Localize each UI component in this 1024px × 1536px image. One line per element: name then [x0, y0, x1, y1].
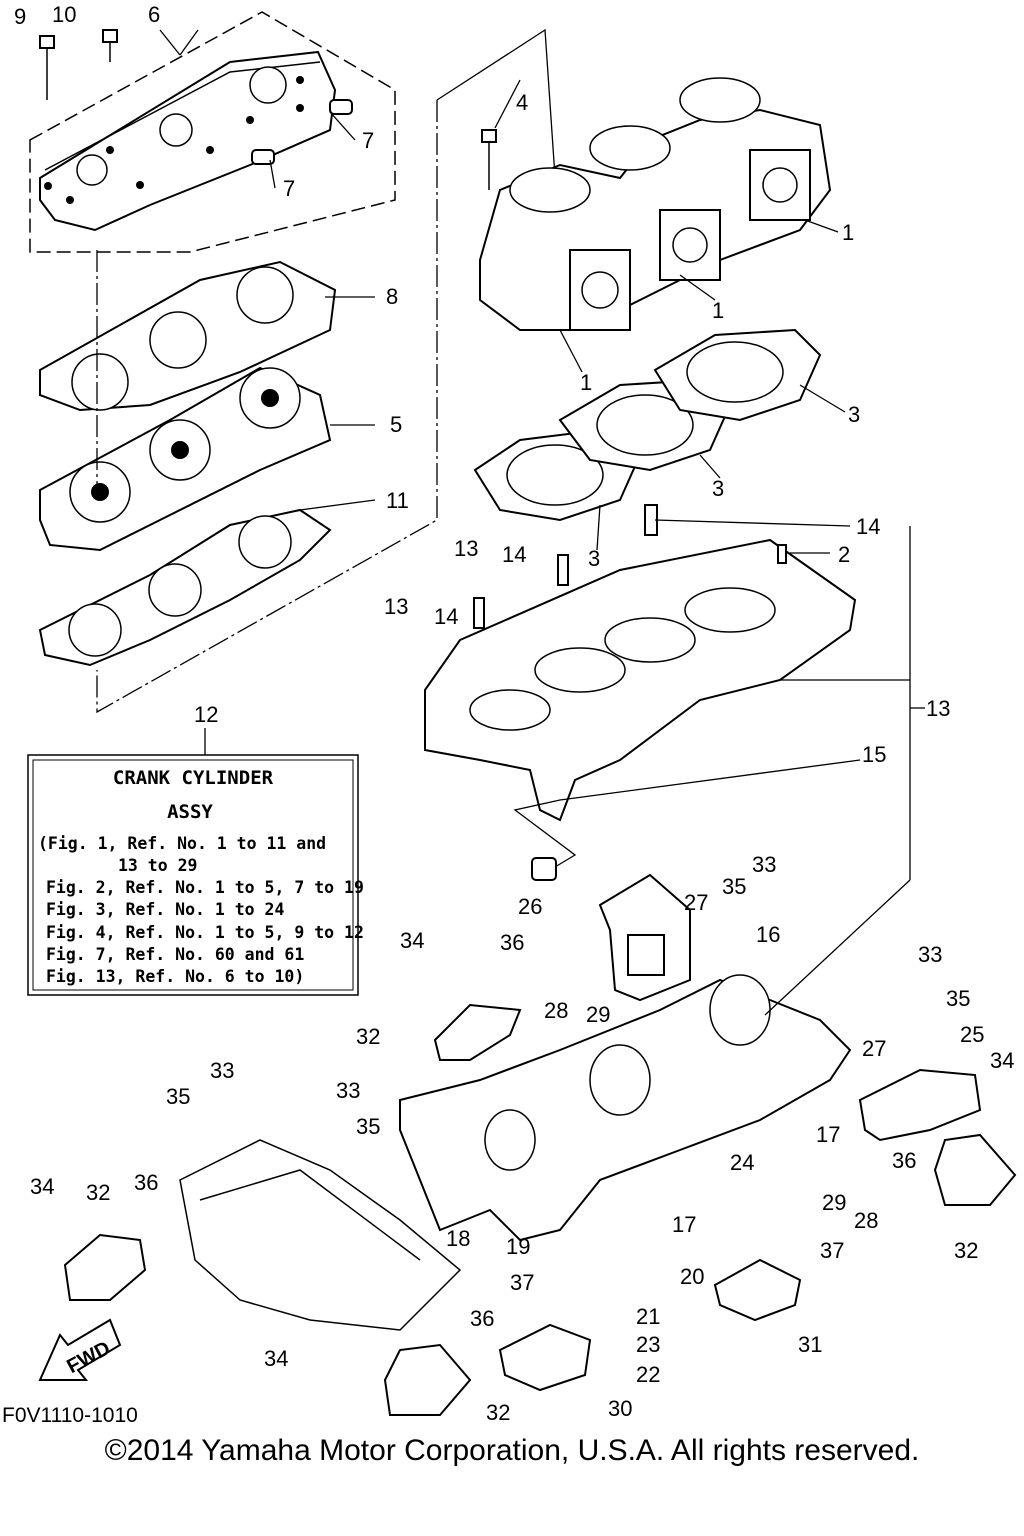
diagram-code: F0V1110-1010	[2, 1404, 138, 1427]
crankcase-upper	[424, 504, 857, 822]
callout-10: 10	[52, 2, 76, 27]
callout-3c: 3	[588, 546, 600, 571]
callout-32a: 32	[356, 1024, 380, 1049]
callout-20: 20	[680, 1264, 704, 1289]
assy-ref-line-5: Fig. 4, Ref. No. 1 to 5, 9 to 12	[46, 923, 364, 942]
callout-35b: 35	[946, 986, 970, 1011]
callout-7b: 7	[283, 176, 295, 201]
callout-9: 9	[14, 4, 26, 29]
callout-35d: 35	[356, 1114, 380, 1139]
callout-5: 5	[390, 412, 402, 437]
fwd-arrow	[38, 1318, 122, 1381]
mount-pads-30-31	[498, 1258, 802, 1392]
callout-35a: 35	[722, 874, 746, 899]
callout-36d: 36	[470, 1306, 494, 1331]
assy-ref-line-6: Fig. 7, Ref. No. 60 and 61	[46, 945, 304, 964]
callout-23: 23	[636, 1332, 660, 1357]
callout-33d: 33	[336, 1078, 360, 1103]
engine-mount-bracket-26	[598, 873, 691, 1002]
callout-22: 22	[636, 1362, 660, 1387]
callout-37a: 37	[820, 1238, 844, 1263]
callout-2: 2	[838, 542, 850, 567]
assy-ref-line-1: (Fig. 1, Ref. No. 1 to 11 and	[38, 834, 326, 853]
assy-title-line1: CRANK CYLINDER	[113, 767, 274, 789]
assy-ref-line-3: Fig. 2, Ref. No. 1 to 5, 7 to 19	[46, 878, 364, 897]
callout-33a: 33	[752, 852, 776, 877]
callout-19: 19	[506, 1234, 530, 1259]
callout-1b: 1	[712, 298, 724, 323]
callout-32b: 32	[86, 1180, 110, 1205]
callout-7a: 7	[362, 128, 374, 153]
callout-25: 25	[960, 1022, 984, 1047]
assy-note-box	[27, 754, 359, 996]
callout-3b: 3	[712, 476, 724, 501]
cylinder-head-cover	[39, 50, 353, 232]
cylinder-head	[39, 366, 332, 552]
callout-26: 26	[518, 894, 542, 919]
assy-ref-line-4: Fig. 3, Ref. No. 1 to 24	[46, 900, 284, 919]
callout-32c: 32	[954, 1238, 978, 1263]
dowel-pin-15	[531, 857, 557, 881]
callout-28b: 28	[854, 1208, 878, 1233]
callout-31: 31	[798, 1332, 822, 1357]
callout-14a: 14	[856, 514, 880, 539]
assy-ref-line-2: 13 to 29	[118, 856, 197, 875]
head-bolts	[39, 29, 118, 100]
callout-1c: 1	[580, 370, 592, 395]
callout-29b: 29	[822, 1190, 846, 1215]
crankcase-lower	[399, 974, 852, 1242]
callout-13b: 13	[384, 594, 408, 619]
callout-29a: 29	[586, 1002, 610, 1027]
callout-6: 6	[148, 2, 160, 27]
assy-title-line2: ASSY	[167, 801, 213, 823]
cylinder-block	[479, 77, 832, 331]
callout-33b: 33	[918, 942, 942, 967]
callout-17a: 17	[816, 1122, 840, 1147]
callout-36c: 36	[134, 1170, 158, 1195]
side-cover-housing	[179, 1139, 462, 1331]
callout-1a: 1	[842, 220, 854, 245]
callout-36b: 36	[892, 1148, 916, 1173]
callout-37b: 37	[510, 1270, 534, 1295]
group-boundary-line	[96, 100, 438, 714]
callout-34d: 34	[264, 1346, 288, 1371]
leader-lines	[159, 29, 925, 1016]
callout-15: 15	[862, 742, 886, 767]
callout-28a: 28	[544, 998, 568, 1023]
callout-14c: 14	[434, 604, 458, 629]
callout-8: 8	[386, 284, 398, 309]
callout-33c: 33	[210, 1058, 234, 1083]
callout-13c: 13	[926, 696, 950, 721]
callout-27a: 27	[684, 890, 708, 915]
callout-34c: 34	[30, 1174, 54, 1199]
callout-32d: 32	[486, 1400, 510, 1425]
engine-mount-bracket-25	[858, 1068, 982, 1142]
cylinder-gaskets	[473, 328, 822, 522]
callout-3a: 3	[848, 402, 860, 427]
callout-21: 21	[636, 1304, 660, 1329]
callout-11: 11	[386, 488, 409, 513]
callout-14b: 14	[502, 542, 526, 567]
callout-36a: 36	[500, 930, 524, 955]
callout-30: 30	[608, 1396, 632, 1421]
assy-ref-line-7: Fig. 13, Ref. No. 6 to 10)	[46, 967, 304, 986]
copyright-notice: ©2014 Yamaha Motor Corporation, U.S.A. A…	[105, 1434, 920, 1467]
callout-12: 12	[194, 702, 218, 727]
callout-24: 24	[730, 1150, 754, 1175]
callout-27b: 27	[862, 1036, 886, 1061]
engine-mounts-32	[63, 1003, 1017, 1416]
callout-16: 16	[756, 922, 780, 947]
callout-4: 4	[516, 90, 528, 115]
callout-13a: 13	[454, 536, 478, 561]
callout-34b: 34	[990, 1048, 1014, 1073]
cylinder-head-group-outline	[29, 11, 396, 253]
callout-34a: 34	[400, 928, 424, 953]
callout-35c: 35	[166, 1084, 190, 1109]
cylinder-bolt	[481, 129, 497, 190]
callout-18: 18	[446, 1226, 470, 1251]
callout-17b: 17	[672, 1212, 696, 1237]
